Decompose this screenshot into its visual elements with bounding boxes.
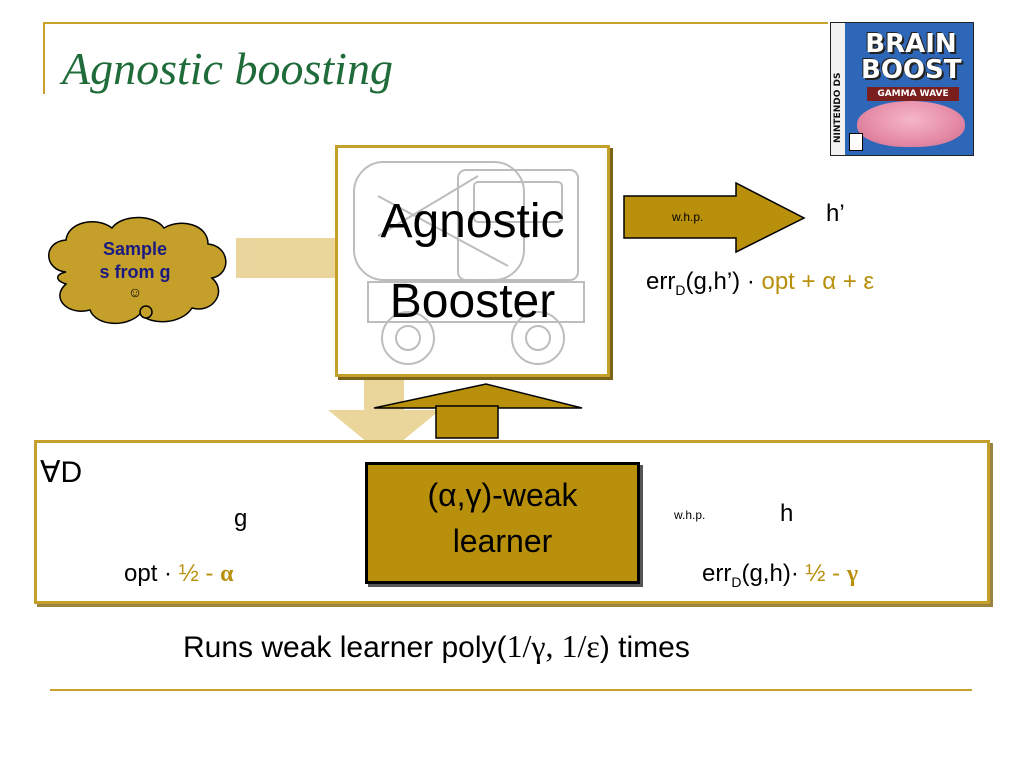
err-subscript: D — [675, 281, 686, 298]
weak-input-condition: opt · ½ - α — [124, 560, 233, 588]
weak-err-gamma: γ — [846, 561, 859, 587]
err-prefix: err — [646, 268, 676, 295]
booster-error-bound: errD(g,h’) · opt + α + ε — [646, 268, 874, 298]
brain-graphic — [857, 101, 965, 147]
weak-err-prefix: err — [702, 560, 732, 587]
input-cond-black: opt · — [124, 560, 173, 587]
samples-cloud-shape — [48, 216, 227, 325]
weak-learner-line1: (α,γ)-weak — [427, 477, 578, 513]
bottom-suffix: ) times — [599, 631, 690, 664]
input-cond-frac: ½ - — [178, 560, 214, 587]
weak-output-label: h — [780, 500, 794, 527]
slide-title: Agnostic boosting — [62, 43, 393, 94]
bottom-caption: Runs weak learner poly(1/γ, 1/ε) times — [183, 628, 690, 665]
title-left-rule — [43, 22, 45, 94]
bottom-args: 1/γ, 1/ε — [506, 628, 600, 664]
booster-output-arrow — [623, 181, 806, 254]
booster-label-line2: Booster — [389, 275, 556, 328]
booster-label-line1: Agnostic — [380, 195, 565, 248]
samples-cloud-text: Sample s from g ☺ — [70, 238, 200, 300]
input-cond-alpha: α — [220, 561, 234, 587]
weak-input-label: g — [234, 505, 248, 532]
weak-learner-box: (α,γ)-weak learner — [365, 462, 640, 584]
cloud-line1: Sample — [102, 239, 168, 259]
err-args: (g,h’) · — [685, 268, 755, 295]
cover-title-line1: BRAIN — [865, 29, 957, 59]
weak-err-args: (g,h)· — [741, 560, 799, 587]
bottom-rule — [50, 689, 972, 691]
weak-learner-line2: learner — [452, 523, 553, 559]
title-top-rule — [43, 22, 828, 24]
weak-error-bound: errD(g,h)· ½ - γ — [702, 560, 858, 590]
booster-hypothesis-label: h’ — [826, 200, 845, 227]
weak-err-subscript: D — [731, 573, 742, 590]
cloud-line2: s from g — [99, 262, 171, 282]
cover-brand-strip: NINTENDO DS — [831, 23, 845, 155]
forall-d-label: ∀D — [40, 456, 83, 489]
weak-whp-label: w.h.p. — [674, 508, 706, 522]
booster-whp-label: w.h.p. — [672, 210, 704, 224]
up-arrow — [373, 383, 583, 439]
brain-boost-cover-image: NINTENDO DS BRAIN BOOST GAMMA WAVE — [830, 22, 974, 156]
smiley-icon: ☺ — [127, 284, 143, 300]
err-gold-term: opt + α + ε — [761, 268, 875, 295]
cement-truck-sketch — [353, 161, 585, 365]
rating-badge-icon — [849, 133, 863, 151]
bottom-prefix: Runs weak learner poly( — [183, 631, 507, 664]
cover-subtitle: GAMMA WAVE — [867, 87, 959, 101]
cover-title-line2: BOOST — [861, 55, 962, 85]
agnostic-booster-box: Agnostic Booster — [335, 145, 610, 377]
weak-err-frac: ½ - — [805, 560, 841, 587]
